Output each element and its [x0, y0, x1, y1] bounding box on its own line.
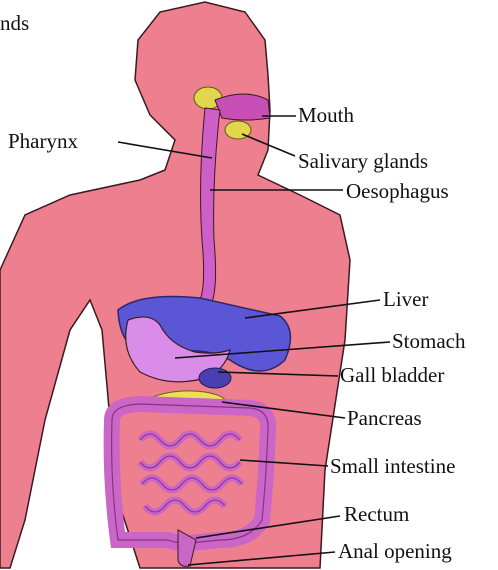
label-mouth: Mouth — [298, 103, 355, 127]
label-anal-opening: Anal opening — [338, 539, 452, 563]
label-liver: Liver — [383, 287, 428, 311]
label-small-intestine: Small intestine — [330, 454, 455, 478]
label-salivary-glands: Salivary glands — [298, 149, 428, 173]
label-gall-bladder: Gall bladder — [340, 363, 444, 387]
label-pharynx: Pharynx — [8, 129, 78, 153]
mouth-cavity — [215, 94, 270, 120]
label-rectum: Rectum — [344, 502, 409, 526]
label-stomach: Stomach — [392, 329, 466, 353]
corner-text: nds — [0, 11, 29, 35]
gall-bladder — [199, 368, 231, 388]
label-oesophagus: Oesophagus — [346, 179, 449, 203]
body-silhouette — [0, 2, 350, 568]
label-pancreas: Pancreas — [347, 406, 422, 430]
